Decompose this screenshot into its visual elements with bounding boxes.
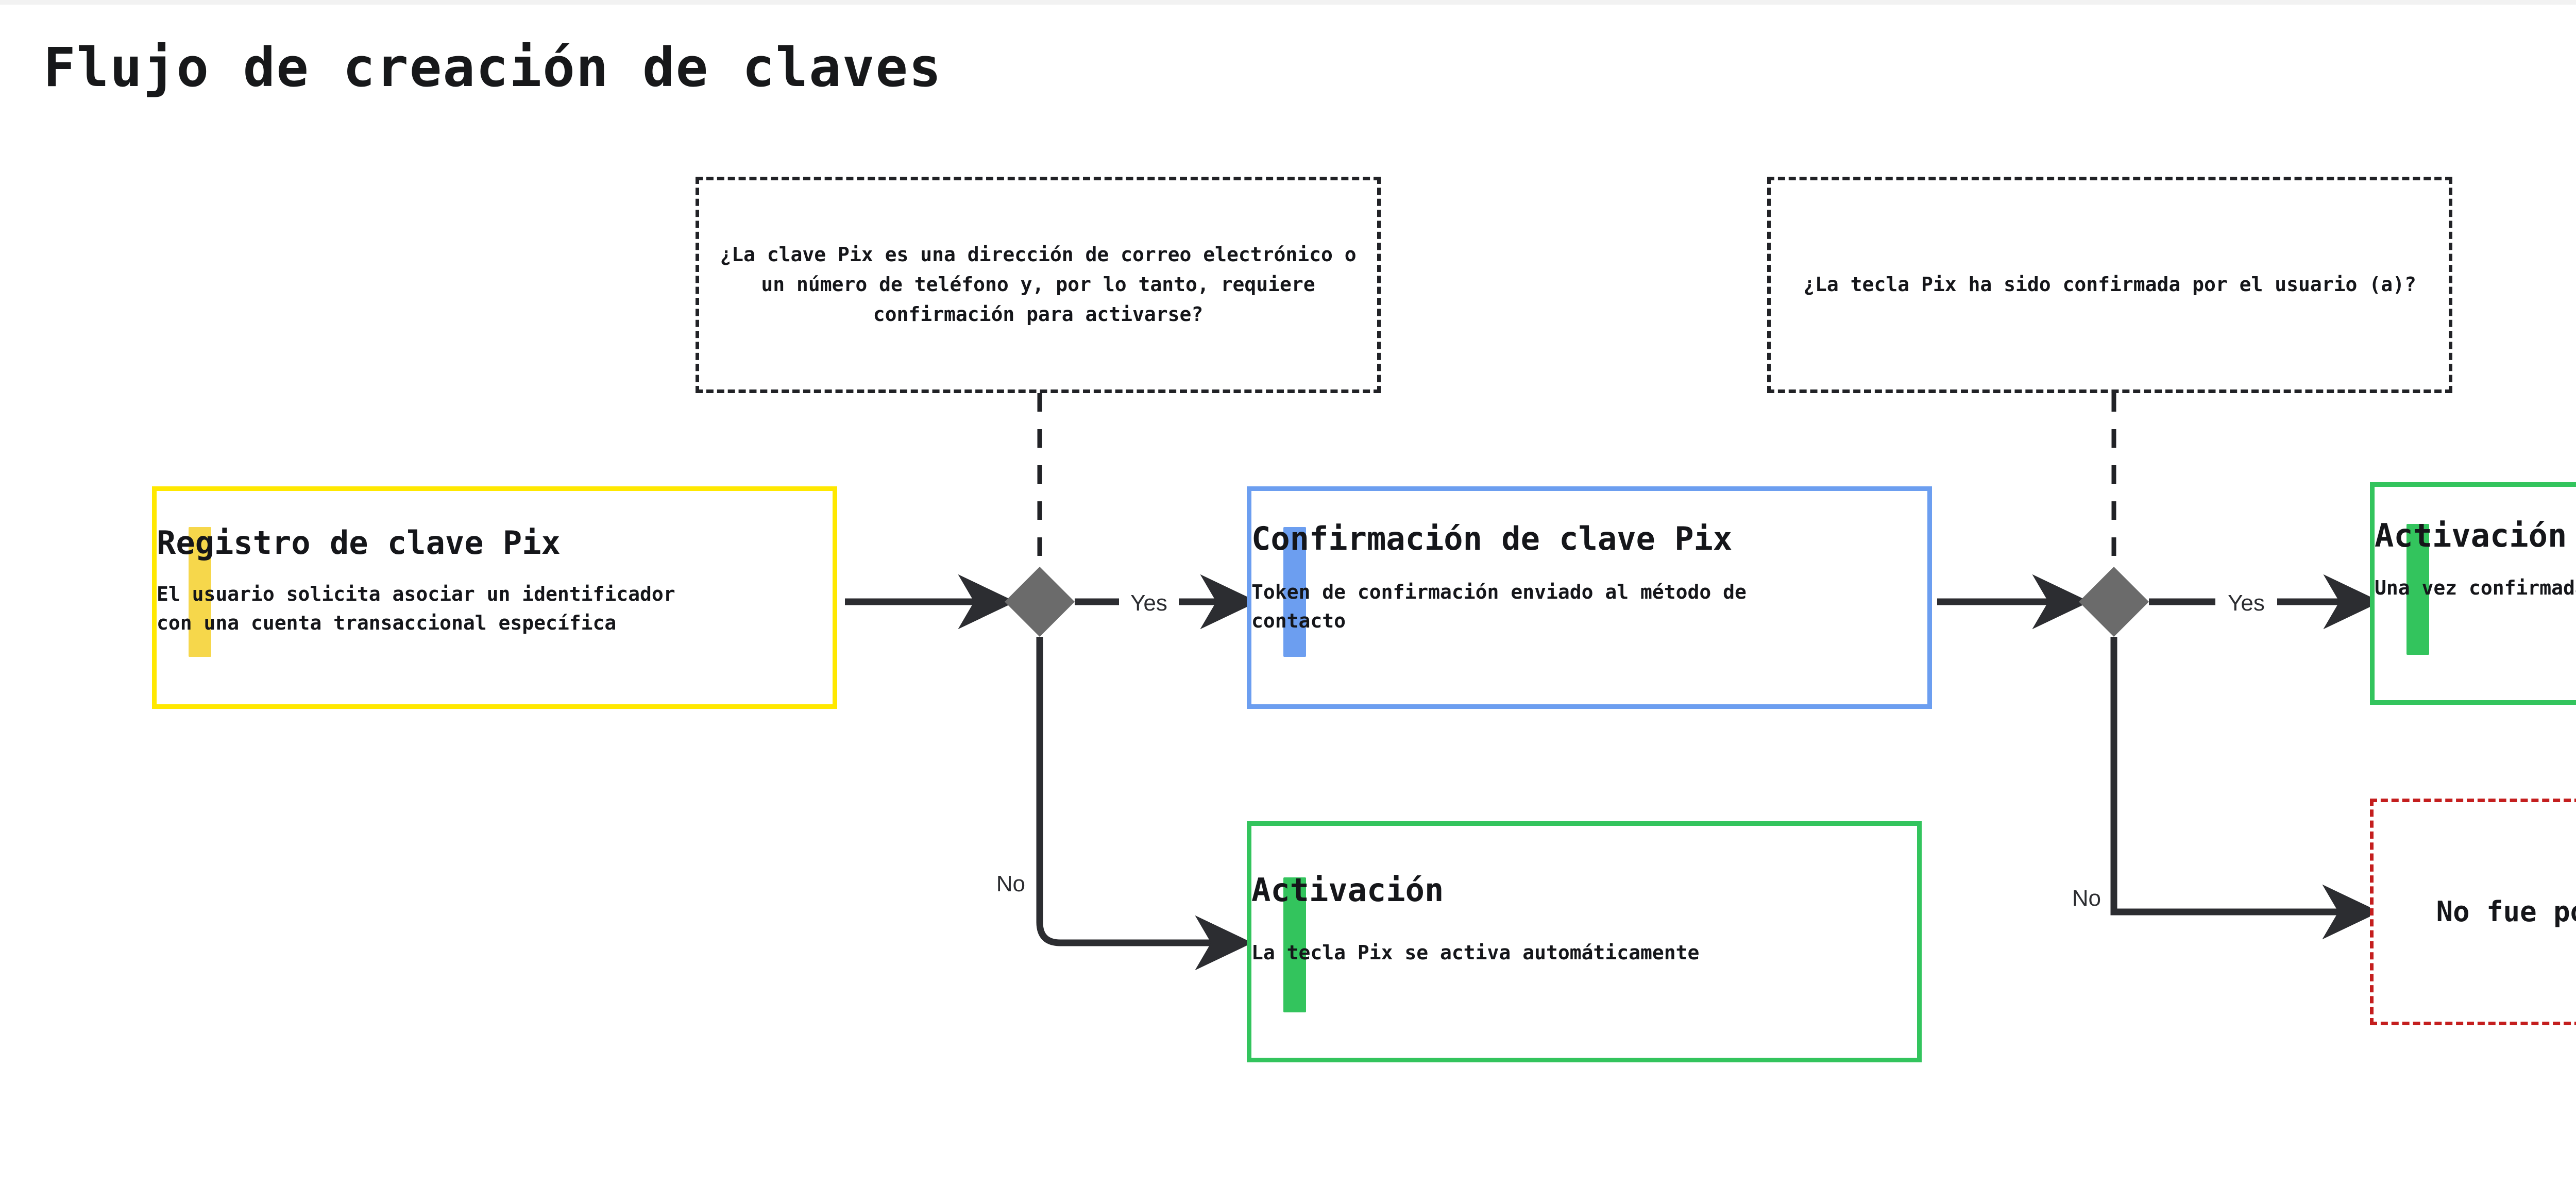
node-title: Activación bbox=[2375, 517, 2567, 554]
node-title: No fue posible crear la clave Pix bbox=[2436, 895, 2576, 928]
node-description: La tecla Pix se activa automáticamente bbox=[1251, 941, 1700, 964]
edge-decision-2-no bbox=[2110, 637, 2380, 940]
accent-bar bbox=[189, 527, 211, 657]
edge-label-decision-2-no: No bbox=[2072, 886, 2101, 911]
node-activacion-confirmada[interactable]: Activación Una vez confirmada, la tecla … bbox=[2370, 482, 2576, 705]
accent-bar bbox=[2406, 524, 2429, 655]
decision-diamond-2 bbox=[2079, 567, 2149, 637]
note-text: ¿La clave Pix es una dirección de correo… bbox=[720, 243, 1357, 326]
node-registro-de-clave-pix[interactable]: Registro de clave Pix El usuario solicit… bbox=[152, 486, 837, 709]
decision-diamond-1 bbox=[1005, 567, 1075, 637]
note-text: ¿La tecla Pix ha sido confirmada por el … bbox=[1803, 273, 2416, 296]
node-confirmacion-de-clave-pix[interactable]: Confirmación de clave Pix Token de confi… bbox=[1247, 486, 1932, 709]
node-title: Registro de clave Pix bbox=[157, 524, 561, 562]
edge-label-decision-2-yes: Yes bbox=[2228, 590, 2265, 616]
accent-bar bbox=[1283, 527, 1306, 657]
node-title: Activación bbox=[1251, 871, 1444, 909]
node-error-no-fue-posible[interactable]: No fue posible crear la clave Pix bbox=[2370, 799, 2576, 1025]
node-activacion-automatica[interactable]: Activación La tecla Pix se activa automá… bbox=[1247, 821, 1922, 1062]
note-pix-key-type: ¿La clave Pix es una dirección de correo… bbox=[696, 177, 1381, 393]
top-strip bbox=[0, 0, 2576, 5]
node-description: Una vez confirmada, la tecla Pix se acti… bbox=[2375, 577, 2576, 599]
edge-label-decision-1-yes: Yes bbox=[1130, 590, 1167, 616]
edge-decision-1-no bbox=[1036, 637, 1253, 971]
note-confirmed-by-user: ¿La tecla Pix ha sido confirmada por el … bbox=[1767, 177, 2452, 393]
node-title: Confirmación de clave Pix bbox=[1251, 520, 1733, 557]
edge-label-decision-1-no: No bbox=[996, 871, 1025, 896]
accent-bar bbox=[1283, 877, 1306, 1012]
node-description: El usuario solicita asociar un identific… bbox=[157, 583, 675, 635]
page-title: Flujo de creación de claves bbox=[43, 36, 942, 99]
node-description: Token de confirmación enviado al método … bbox=[1251, 581, 1747, 633]
